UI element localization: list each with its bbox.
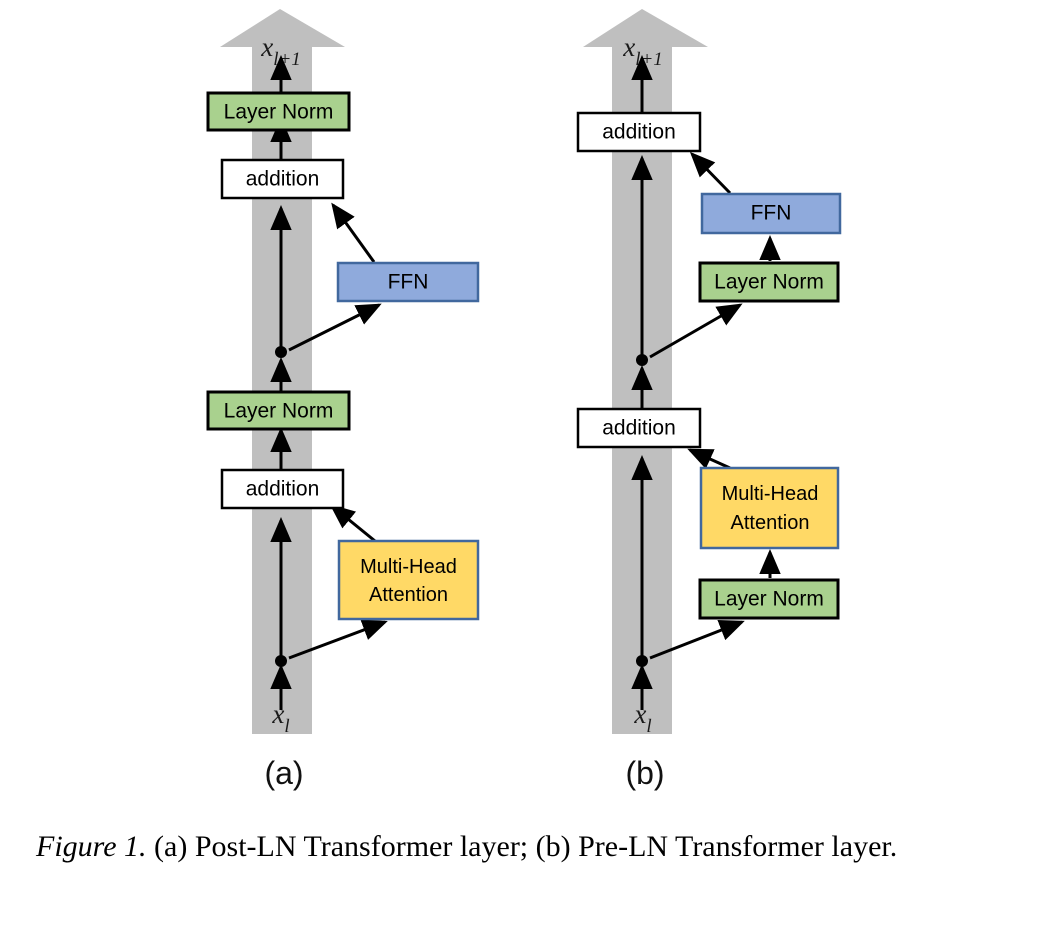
- block-label: addition: [246, 478, 320, 501]
- panel-label-a: (a): [264, 755, 303, 791]
- block-b-multi-head-attention[interactable]: Multi-Head Attention: [699, 466, 840, 550]
- block-a-ffn[interactable]: FFN: [336, 261, 480, 303]
- block-label: addition: [602, 417, 676, 440]
- block-a-layernorm-top[interactable]: Layer Norm: [206, 91, 351, 132]
- block-b-layernorm-ffn[interactable]: Layer Norm: [698, 261, 840, 303]
- block-label-line2: Attention: [369, 584, 448, 606]
- block-a-addition-top[interactable]: addition: [220, 158, 345, 200]
- figure-caption: Figure 1. (a) Post-LN Transformer layer;…: [36, 826, 1016, 869]
- arrow-b-mha-to-addition1: [687, 448, 731, 470]
- residual-split-b-2: [636, 354, 648, 366]
- block-label: Layer Norm: [714, 588, 824, 611]
- block-b-addition-top[interactable]: addition: [576, 111, 702, 153]
- block-label-line1: Multi-Head: [360, 556, 457, 578]
- block-label: addition: [246, 168, 320, 191]
- residual-split-b-1: [636, 655, 648, 667]
- block-a-multi-head-attention[interactable]: Multi-Head Attention: [337, 539, 480, 621]
- figure-caption-text: (a) Post-LN Transformer layer; (b) Pre-L…: [146, 830, 898, 863]
- block-label-line1: Multi-Head: [722, 483, 819, 505]
- block-label: addition: [602, 121, 676, 144]
- block-a-layernorm-bottom[interactable]: Layer Norm: [206, 390, 351, 431]
- block-label: Layer Norm: [224, 101, 334, 124]
- block-label: Layer Norm: [714, 271, 824, 294]
- panel-a-post-ln: xl+1 xl: [206, 9, 480, 791]
- arrow-a-split2-to-ffn: [288, 303, 382, 352]
- panel-b-pre-ln: xl+1 xl: [576, 9, 842, 791]
- block-a-addition-bottom[interactable]: addition: [220, 468, 345, 510]
- figure-caption-title: Figure 1.: [36, 830, 147, 863]
- residual-split-a-2: [275, 346, 287, 358]
- panel-label-b: (b): [625, 755, 664, 791]
- arrow-a-mha-to-addition1: [329, 504, 376, 543]
- transformer-layer-diagram: xl+1 xl: [206, 9, 842, 791]
- arrow-b-split2-to-layernorm-ffn: [649, 303, 743, 359]
- arrow-b-ffn-to-addition2: [689, 151, 732, 195]
- block-b-layernorm-mha[interactable]: Layer Norm: [698, 578, 840, 620]
- residual-split-a-1: [275, 655, 287, 667]
- arrow-a-ffn-to-addition2: [331, 202, 376, 263]
- block-b-addition-bottom[interactable]: addition: [576, 407, 702, 449]
- block-label-line2: Attention: [731, 512, 810, 534]
- block-label: FFN: [388, 271, 429, 294]
- arrow-b-split1-to-layernorm-mha: [649, 620, 745, 660]
- block-b-ffn[interactable]: FFN: [700, 192, 842, 235]
- arrow-a-split1-to-mha: [288, 619, 388, 660]
- block-label: FFN: [751, 202, 792, 225]
- block-label: Layer Norm: [224, 400, 334, 423]
